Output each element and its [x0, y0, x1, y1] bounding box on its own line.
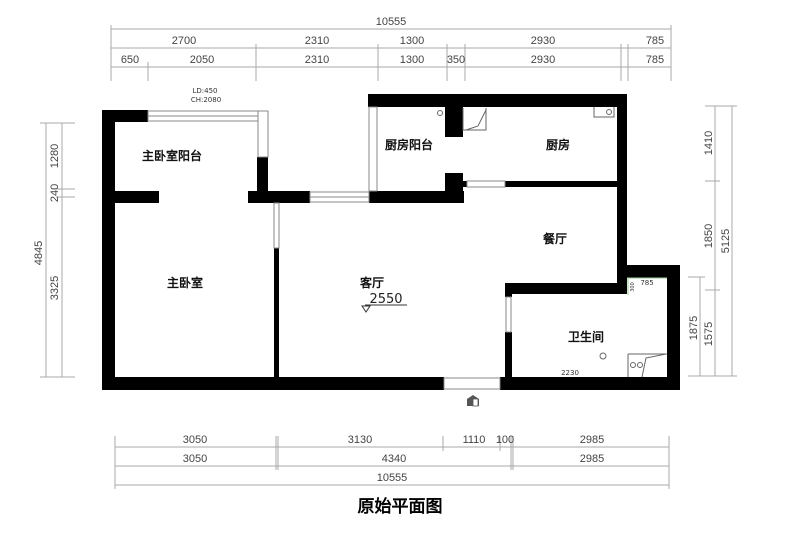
dim-label: 240 [49, 184, 61, 202]
dim-label: 2050 [190, 54, 214, 66]
dim-label: 100 [496, 434, 514, 446]
dim-label: 4340 [382, 453, 406, 465]
fixtures [437, 107, 667, 378]
dim-label: 2930 [531, 54, 555, 66]
dim-top-total: 10555 [376, 16, 407, 28]
dim-label: 3050 [183, 453, 207, 465]
right-dimensions: 1410 1850 1575 5125 1875 [688, 105, 737, 377]
dim-right-total: 5125 [720, 229, 732, 253]
dim-label: 650 [121, 54, 139, 66]
room-bathroom: 卫生间 [568, 329, 604, 344]
dim-label: 2985 [580, 453, 604, 465]
dim-label: 1280 [49, 144, 61, 168]
dim-label: 1110 [463, 434, 486, 446]
dim-label: 1850 [703, 224, 715, 248]
kitchen-balcony-door [462, 108, 487, 131]
dim-label: 785 [646, 35, 664, 47]
left-dimensions: 4845 1280 240 3325 [33, 122, 75, 378]
window-ch-label: CH:2080 [191, 96, 221, 104]
dim-label: 2985 [580, 434, 604, 446]
dim-label: 1410 [703, 131, 715, 155]
dim-label: 3130 [348, 434, 372, 446]
kitchen-sink [593, 107, 615, 118]
bath-300-label: 300 [630, 282, 636, 292]
room-living: 客厅 [359, 275, 384, 290]
level-triangle-icon [361, 305, 371, 313]
bath-dim-line [627, 277, 667, 295]
dim-label: 2310 [305, 35, 329, 47]
bath-785-label: 785 [640, 279, 653, 287]
dim-label: 2310 [305, 54, 329, 66]
room-kitchen-balcony: 厨房阳台 [385, 137, 433, 152]
room-master-balcony: 主卧室阳台 [142, 148, 202, 163]
ceiling-height-marker: 2550 [361, 292, 407, 313]
window-ld-label: LD:450 [192, 87, 217, 95]
dim-label: 2700 [172, 35, 196, 47]
room-kitchen: 厨房 [546, 137, 570, 152]
dim-label: 1575 [703, 322, 715, 346]
windows [147, 106, 512, 390]
dim-label: 1300 [400, 54, 424, 66]
ceiling-height-label: 2550 [369, 292, 402, 307]
dim-label: 785 [646, 54, 664, 66]
dim-label: 350 [447, 54, 465, 66]
entrance-arrow-icon [467, 395, 479, 407]
dim-left-total: 4845 [33, 241, 45, 265]
dim-label: 2930 [531, 35, 555, 47]
dim-label: 1300 [400, 35, 424, 47]
bottom-dimensions: 3050 3130 1110 100 2985 3050 4340 2985 1… [114, 434, 670, 489]
floor-drain-icon [599, 352, 607, 360]
top-dimensions: 10555 2700 2310 1300 2930 785 650 2050 2… [110, 16, 672, 81]
room-master-bedroom: 主卧室 [167, 275, 203, 290]
drain-icon [606, 109, 612, 115]
bath-width-label: 2230 [561, 369, 579, 377]
page-title: 原始平面图 [358, 496, 443, 517]
dim-label: 3325 [49, 276, 61, 300]
dim-bottom-total: 10555 [377, 472, 408, 484]
walls [102, 94, 680, 390]
room-dining: 餐厅 [543, 231, 567, 246]
dim-bath-height: 1875 [688, 316, 700, 340]
toilet-icon [627, 353, 667, 378]
drain-icon [437, 110, 443, 116]
dim-label: 3050 [183, 434, 207, 446]
